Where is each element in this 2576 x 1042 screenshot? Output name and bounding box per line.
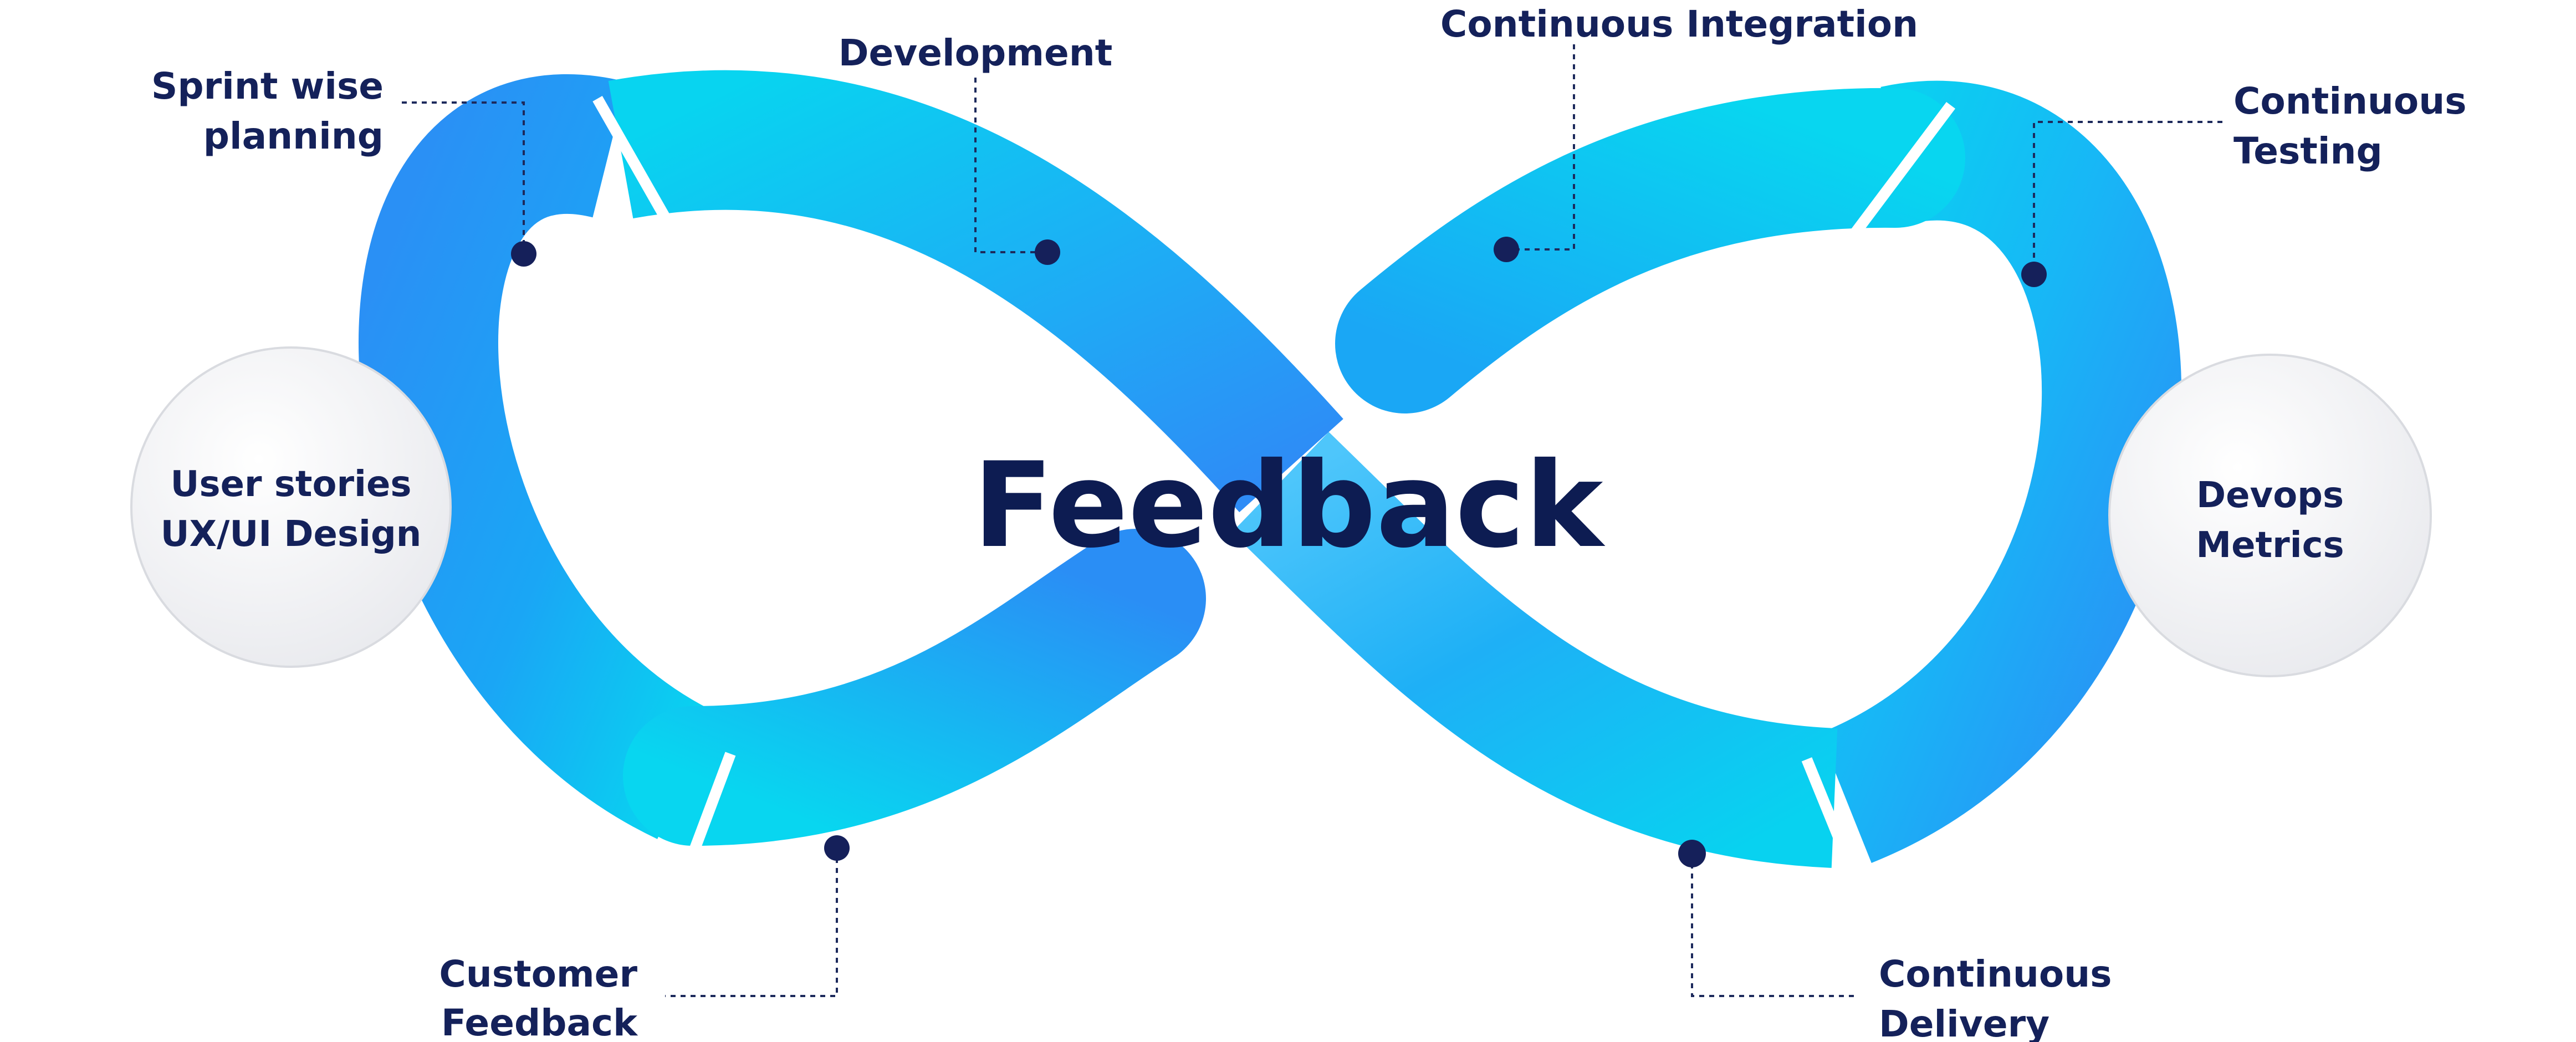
stage-continuous-integration: Continuous Integration [1440,3,1918,262]
continuous-integration-label: Continuous Integration [1440,3,1918,45]
band-development [608,70,1343,513]
band-customer-feedback [623,529,1206,846]
development-label: Development [839,32,1113,74]
separator-sprint-development [592,96,679,236]
customer-feedback-label-line-1: Customer [439,953,637,995]
infinity-band [359,70,2181,916]
customer-feedback-label-line-2: Feedback [441,1002,638,1042]
continuous-testing-label-line-2: Testing [2233,130,2383,172]
continuous-testing-label-line-1: Continuous [2233,80,2467,122]
stage-sprint-planning: Sprint wise planning [151,65,536,267]
band-continuous-integration [1335,88,1965,413]
band-left-loop [359,74,718,839]
stage-dot [1494,237,1519,262]
user-stories-label-line-2: UX/UI Design [161,514,422,555]
stage-dot [511,241,536,267]
stage-dot [2021,262,2047,287]
leader-line [974,78,1047,253]
user-stories-label-line-1: User stories [171,464,412,505]
sprint-planning-label-line-1: Sprint wise [151,65,384,108]
stage-continuous-delivery: Continuous Delivery [1678,840,2112,1042]
leader-line [665,848,838,997]
stage-dot [1678,840,1706,867]
devops-metrics-circle: Devops Metrics [2108,354,2432,677]
band-delivery [1231,432,1838,868]
sprint-planning-label-line-2: planning [203,115,384,157]
stage-customer-feedback: Customer Feedback [439,835,850,1042]
separator-delivery-devops [1801,757,1873,911]
separator-integration-testing [1847,102,1955,242]
center-title: Feedback [973,437,1606,574]
stage-development: Development [839,32,1113,265]
devops-metrics-label-line-2: Metrics [2196,525,2344,566]
stage-dot [1035,239,1060,265]
stage-dot [824,835,850,861]
leader-line [1506,44,1575,251]
user-stories-circle: User stories UX/UI Design [130,346,452,668]
leader-line [402,101,525,254]
band-right-loop [1818,80,2181,863]
devops-metrics-label-line-1: Devops [2196,475,2344,516]
leader-line [1691,854,1857,997]
stage-continuous-testing: Continuous Testing [2021,80,2467,287]
continuous-delivery-label-line-1: Continuous [1879,953,2112,995]
continuous-delivery-label-line-2: Delivery [1879,1003,2049,1042]
separator-user-customer [665,752,736,916]
leader-line [2033,121,2222,274]
